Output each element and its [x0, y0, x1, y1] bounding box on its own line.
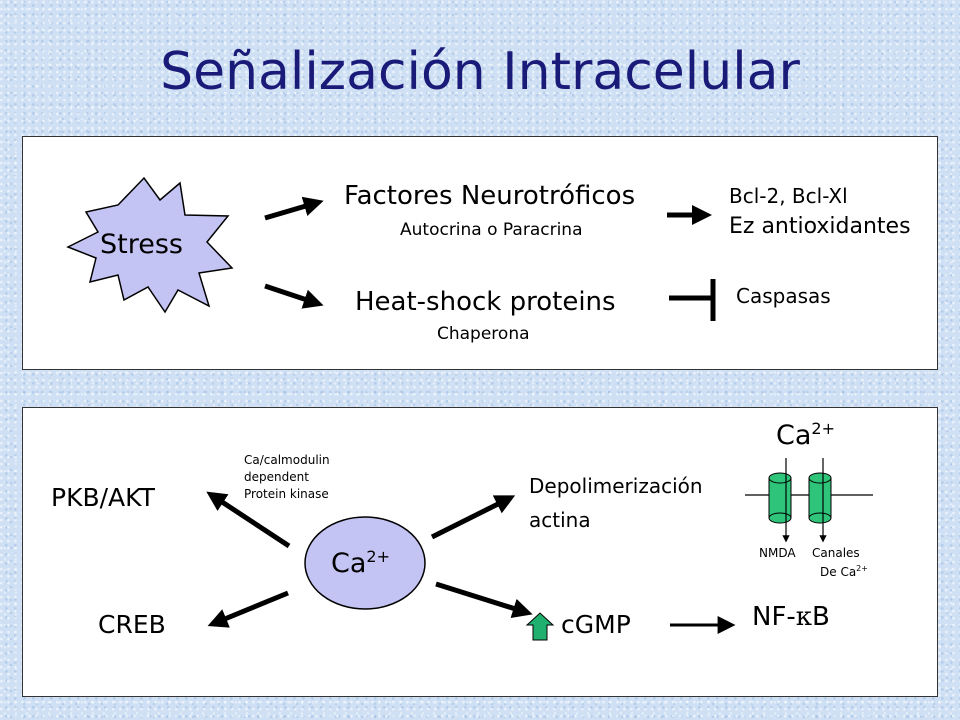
nmda-channel-icon: [768, 472, 792, 524]
nf-kb-prefix: NF-: [752, 602, 796, 632]
creb-label: CREB: [98, 610, 166, 639]
caspasas-label: Caspasas: [736, 284, 831, 308]
ca-top-text: Ca: [776, 420, 812, 451]
de-ca-label: De Ca2+: [820, 564, 868, 579]
ca-center-text: Ca: [331, 548, 367, 579]
de-ca-superscript: 2+: [856, 564, 868, 573]
stress-burst-shape: [66, 176, 234, 314]
ca-top-superscript: 2+: [811, 419, 835, 438]
arrow-stress-to-heatshock: [264, 283, 324, 309]
calcium-panel: [22, 407, 938, 697]
arrow-ca-to-depol: [430, 495, 516, 540]
up-arrow-icon: [525, 612, 555, 641]
heatshock-label: Heat-shock proteins: [355, 287, 616, 317]
factores-sublabel: Autocrina o Paracrina: [400, 220, 583, 240]
depolimerizacion-label: Depolimerización: [529, 474, 703, 498]
cgmp-label: cGMP: [561, 610, 631, 639]
bcl-label: Bcl-2, Bcl-Xl: [729, 184, 848, 208]
arrow-ca-to-cgmp: [435, 581, 533, 618]
nf-kb-kappa: κ: [795, 602, 813, 632]
ca-top-label: Ca2+: [776, 419, 835, 451]
heatshock-sublabel: Chaperona: [437, 324, 530, 344]
ca-center-ellipse: [304, 516, 426, 610]
arrow-stress-to-factores: [264, 196, 324, 221]
de-ca-text: De Ca: [820, 565, 857, 579]
actina-label: actina: [529, 508, 591, 532]
nmda-label: NMDA: [759, 546, 796, 560]
pkb-akt-label: PKB/AKT: [51, 483, 155, 512]
ca-center-label: Ca2+: [331, 547, 390, 579]
page-title: Señalización Intracelular: [160, 42, 800, 102]
calmodulin-label-line1: Ca/calmodulin: [244, 453, 330, 467]
factores-label: Factores Neurotróficos: [344, 181, 636, 211]
calmodulin-label-line2: dependent: [244, 470, 309, 484]
arrow-ca-to-pkb: [206, 491, 291, 549]
ez-antioxidantes-label: Ez antioxidantes: [729, 214, 911, 239]
calmodulin-label-line3: Protein kinase: [244, 487, 329, 501]
nf-kb-suffix: B: [812, 602, 830, 632]
stress-label: Stress: [100, 229, 183, 260]
arrow-ca-to-creb: [207, 590, 289, 628]
canales-label: Canales: [812, 546, 860, 560]
ca-center-superscript: 2+: [366, 547, 390, 566]
calcium-channel-icon: [808, 472, 832, 524]
nf-kb-label: NF-κB: [752, 602, 830, 632]
